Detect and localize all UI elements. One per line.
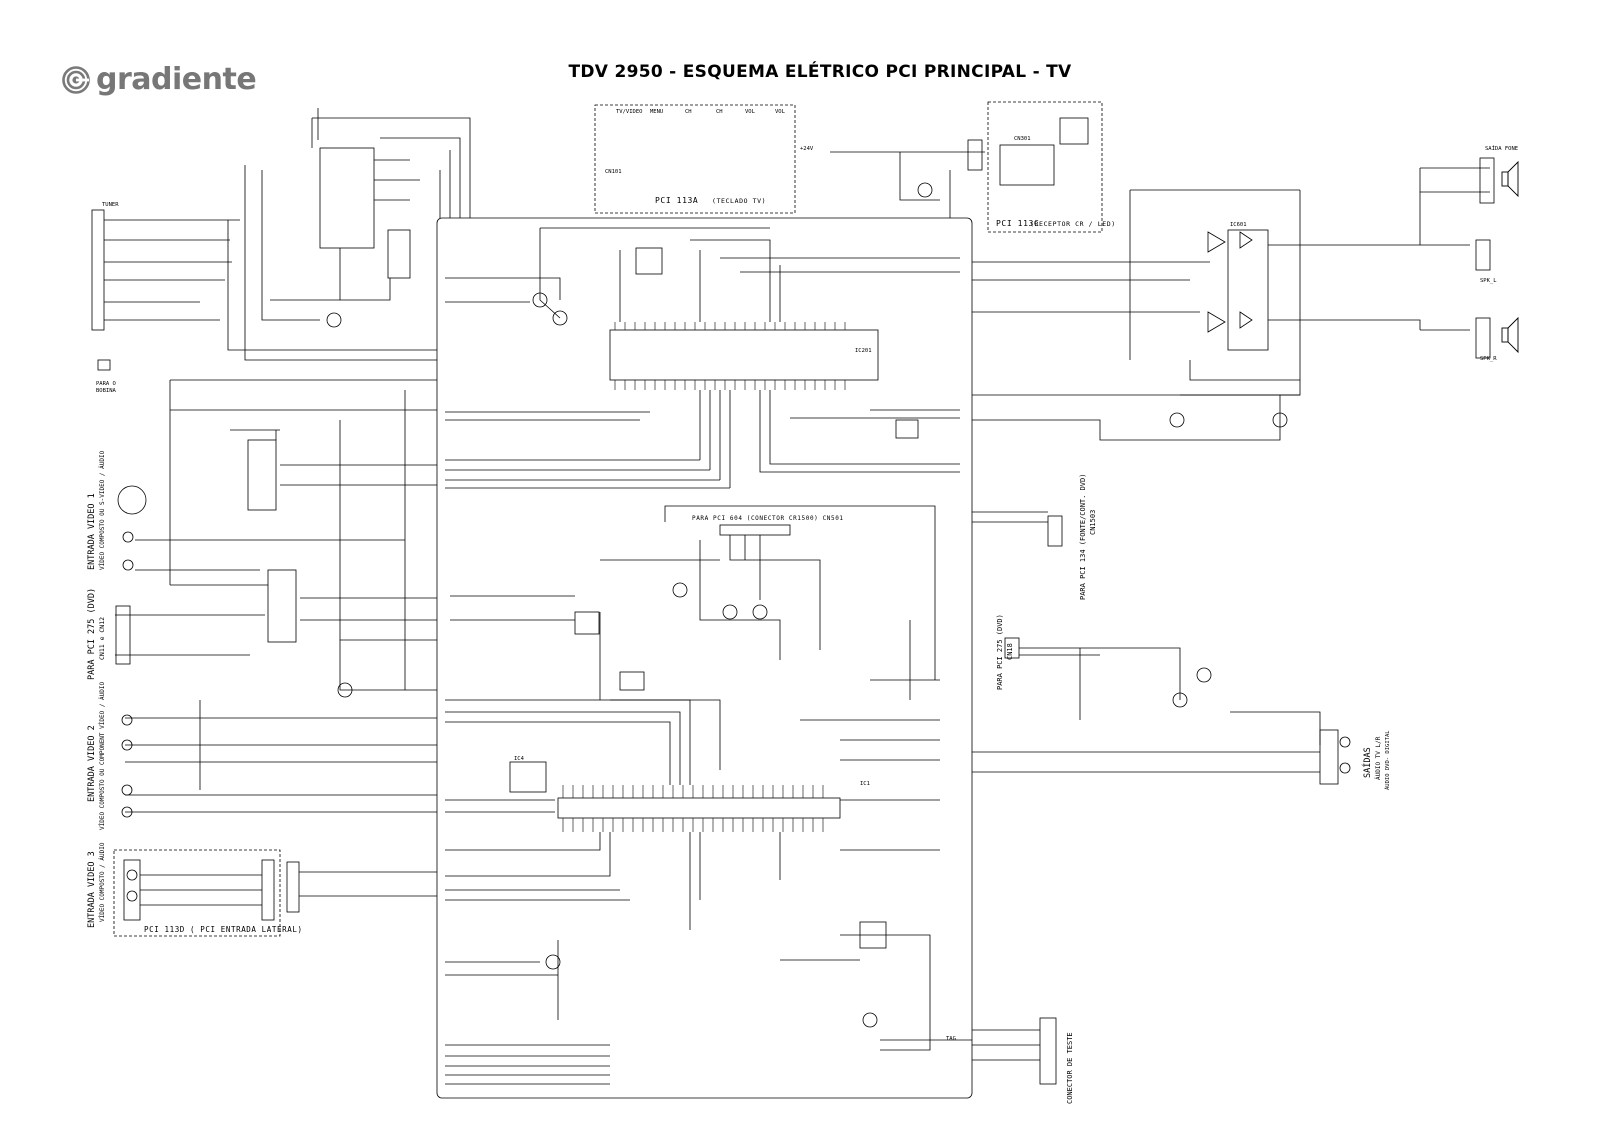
connector-cn1503 bbox=[1047, 515, 1063, 547]
svg-text:PCI 113D ( PCI ENTRADA LATERAL: PCI 113D ( PCI ENTRADA LATERAL) bbox=[144, 925, 303, 934]
label-pci275-dvd-sub: CN11 e CN12 bbox=[98, 617, 106, 660]
label-saidas-sub2: ÁUDIO DVD- DIGITAL bbox=[1384, 730, 1391, 790]
ic-tuner-top bbox=[319, 147, 375, 249]
connector-saidas bbox=[1319, 729, 1339, 785]
label-pci134: PARA PCI 134 (FONTE/CONT. DVD) bbox=[1079, 474, 1087, 600]
svg-text:BOBINA: BOBINA bbox=[96, 388, 117, 394]
svg-text:+24V: +24V bbox=[800, 146, 814, 152]
svg-text:PCI 113A: PCI 113A bbox=[655, 196, 698, 205]
label-saidas: SAÍDAS bbox=[1361, 747, 1373, 778]
main-board-outline bbox=[436, 217, 973, 1099]
svg-text:CH: CH bbox=[716, 109, 723, 115]
svg-text:IC4: IC4 bbox=[514, 756, 525, 762]
svg-text:PARA O: PARA O bbox=[96, 381, 116, 387]
pci113d-box bbox=[113, 849, 281, 937]
label-pci275-dvd2: PARA PCI 275 (DVD) bbox=[996, 614, 1004, 690]
label-video3: ENTRADA VIDEO 3 bbox=[87, 851, 97, 928]
pci113c-box bbox=[987, 101, 1103, 233]
svg-text:CN101: CN101 bbox=[605, 169, 622, 175]
brand-name: gradiente bbox=[96, 62, 257, 97]
brand-logo: gradiente bbox=[62, 62, 257, 97]
svg-text:SPK_L: SPK_L bbox=[1480, 278, 1497, 284]
ic-video-processor bbox=[557, 797, 841, 819]
svg-text:SPK_R: SPK_R bbox=[1480, 356, 1497, 362]
svg-text:TAG: TAG bbox=[946, 1036, 956, 1042]
svg-text:IC601: IC601 bbox=[1230, 222, 1247, 228]
label-video3-sub: VÍDEO COMPOSTO / ÁUDIO bbox=[98, 842, 106, 922]
svg-text:SAÍDA FONE: SAÍDA FONE bbox=[1485, 144, 1518, 152]
connector-teste bbox=[1039, 1017, 1057, 1085]
svg-text:CH: CH bbox=[685, 109, 692, 115]
label-video2: ENTRADA VIDEO 2 bbox=[87, 725, 97, 802]
svg-text:TV/VIDEO: TV/VIDEO bbox=[616, 109, 643, 115]
svg-text:IC201: IC201 bbox=[855, 348, 872, 354]
svg-text:MENU: MENU bbox=[650, 109, 663, 115]
label-pci134-sub: CN1503 bbox=[1089, 510, 1097, 535]
page-title: TDV 2950 - ESQUEMA ELÉTRICO PCI PRINCIPA… bbox=[568, 62, 1072, 82]
svg-text:(TECLADO TV): (TECLADO TV) bbox=[712, 197, 766, 205]
audio-amp-ic bbox=[1227, 229, 1269, 351]
svg-text:PARA PCI 604 (CONECTOR CR1500): PARA PCI 604 (CONECTOR CR1500) CN501 bbox=[692, 515, 844, 522]
label-video1: ENTRADA VIDEO 1 bbox=[87, 493, 97, 570]
svg-text:VOL: VOL bbox=[745, 109, 756, 115]
svg-text:(RECEPTOR CR / LED): (RECEPTOR CR / LED) bbox=[1030, 220, 1116, 228]
svg-text:VOL: VOL bbox=[775, 109, 786, 115]
svg-text:PCI 113C: PCI 113C bbox=[996, 219, 1039, 228]
label-video1-sub: VÍDEO COMPOSTO OU S-VIDEO / ÁUDIO bbox=[98, 450, 106, 570]
svg-text:TUNER: TUNER bbox=[102, 202, 119, 208]
gradiente-logo-icon bbox=[62, 65, 90, 94]
tuner-block bbox=[91, 209, 105, 331]
label-pci275-dvd2-sub: CN18 bbox=[1006, 643, 1014, 660]
ic-switch-2 bbox=[267, 569, 297, 643]
ic-switch-1 bbox=[247, 439, 277, 511]
svg-text:CN301: CN301 bbox=[1014, 136, 1031, 142]
pci113a-box bbox=[594, 104, 796, 214]
ic-micro-top bbox=[609, 329, 879, 381]
label-saidas-sub: ÁUDIO TV L/R bbox=[1375, 736, 1382, 780]
label-conector-teste: CONECTOR DE TESTE bbox=[1066, 1032, 1074, 1104]
svg-text:IC1: IC1 bbox=[860, 781, 870, 787]
label-pci275-dvd: PARA PCI 275 (DVD) bbox=[87, 588, 97, 680]
label-video2-sub: VÍDEO COMPOSTO OU COMPONENT VÍDEO / ÁUDI… bbox=[98, 682, 106, 830]
